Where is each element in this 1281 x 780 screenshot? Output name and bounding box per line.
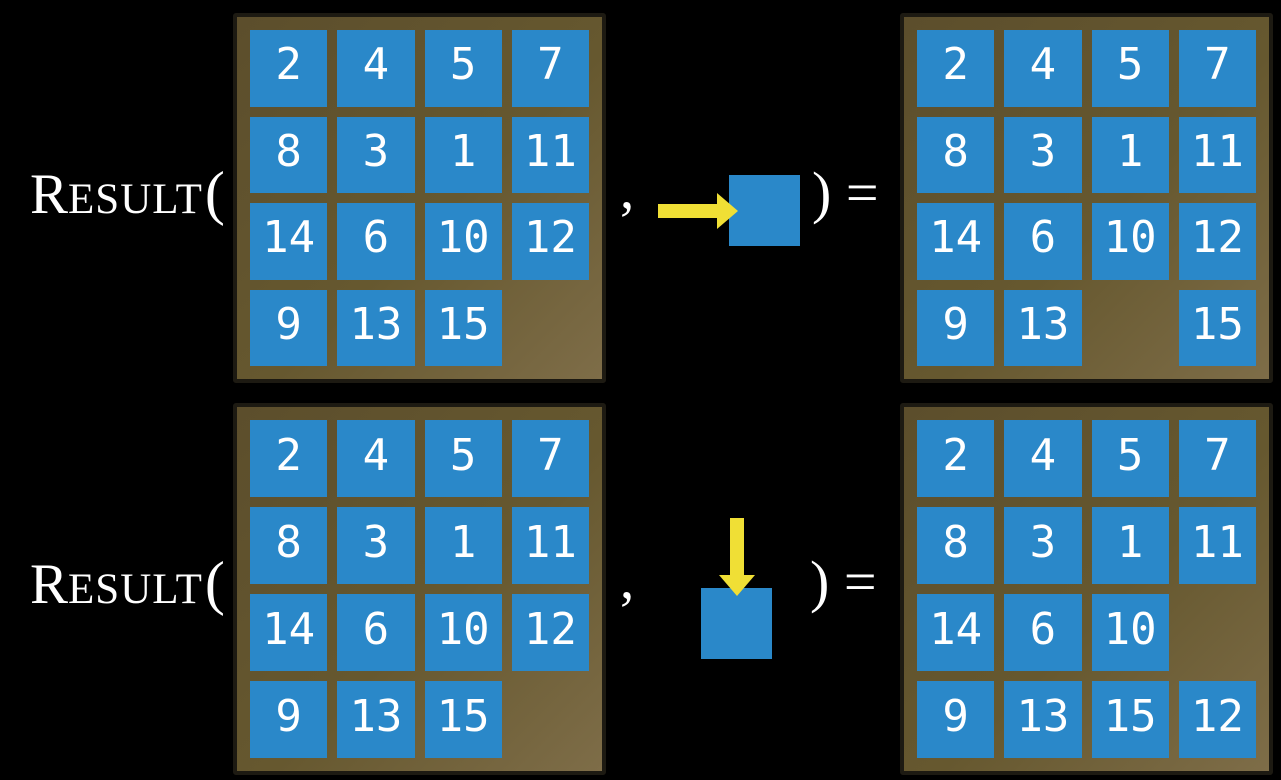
right-arrow-head <box>717 193 738 229</box>
puzzle-tile: 13 <box>337 681 415 758</box>
puzzle-tile: 15 <box>424 681 502 758</box>
puzzle-tile: 3 <box>1004 116 1082 193</box>
function-name-initial: R <box>30 163 69 226</box>
puzzle-tile: 1 <box>424 507 502 584</box>
puzzle-tile: 9 <box>917 289 995 366</box>
puzzle-tile: 7 <box>511 30 589 107</box>
puzzle-tile: 3 <box>337 116 415 193</box>
puzzle-tile: 5 <box>1091 30 1169 107</box>
down-arrow-head <box>719 575 755 596</box>
puzzle-tile: 2 <box>250 420 328 497</box>
puzzle-tile: 7 <box>1178 420 1256 497</box>
puzzle-tile: 9 <box>250 681 328 758</box>
puzzle-tile: 4 <box>337 30 415 107</box>
puzzle-tile: 11 <box>1178 116 1256 193</box>
right-arrow-icon <box>658 193 738 229</box>
puzzle-tile: 12 <box>1178 681 1256 758</box>
puzzle-tile: 14 <box>917 203 995 280</box>
puzzle-tile: 6 <box>1004 594 1082 671</box>
puzzle-tile: 4 <box>337 420 415 497</box>
open-paren: ( <box>204 550 225 616</box>
puzzle-tile: 5 <box>424 420 502 497</box>
puzzle-tile: 9 <box>917 681 995 758</box>
puzzle-tile: 6 <box>337 594 415 671</box>
puzzle-tile: 8 <box>917 116 995 193</box>
down-arrow-shaft <box>730 518 744 575</box>
empty-cell <box>512 290 589 367</box>
puzzle-tile: 11 <box>511 507 589 584</box>
puzzle-tile: 8 <box>250 116 328 193</box>
puzzle-tile: 2 <box>250 30 328 107</box>
puzzle-tile: 4 <box>1004 420 1082 497</box>
puzzle-tile: 14 <box>250 203 328 280</box>
open-paren: ( <box>204 160 225 226</box>
puzzle-tile: 10 <box>424 203 502 280</box>
puzzle-tile: 6 <box>337 203 415 280</box>
down-arrow-icon <box>719 518 755 596</box>
function-name-rest: ESULT <box>68 566 203 613</box>
puzzle-tile: 15 <box>1178 289 1256 366</box>
puzzle-tile: 12 <box>511 203 589 280</box>
puzzle-tile: 7 <box>1178 30 1256 107</box>
puzzle-tile: 1 <box>1091 116 1169 193</box>
empty-cell <box>512 681 589 758</box>
puzzle-tile: 11 <box>511 116 589 193</box>
puzzle-tile: 5 <box>1091 420 1169 497</box>
right-arrow-shaft <box>658 204 718 218</box>
puzzle-tile: 13 <box>1004 681 1082 758</box>
puzzle-tile: 13 <box>337 289 415 366</box>
puzzle-tile: 12 <box>1178 203 1256 280</box>
puzzle-tile: 9 <box>250 289 328 366</box>
puzzle-tile: 6 <box>1004 203 1082 280</box>
puzzle-tile: 14 <box>917 594 995 671</box>
function-name-initial: R <box>30 553 69 616</box>
action-tile <box>701 588 772 659</box>
puzzle-tile: 2 <box>917 420 995 497</box>
empty-cell <box>1092 290 1169 367</box>
puzzle-tile: 1 <box>424 116 502 193</box>
puzzle-tile: 2 <box>917 30 995 107</box>
comma-separator: , <box>620 548 635 611</box>
comma-separator: , <box>620 158 635 221</box>
puzzle-tile: 13 <box>1004 289 1082 366</box>
puzzle-tile: 8 <box>250 507 328 584</box>
action-tile <box>729 175 800 246</box>
close-paren-equals: ) = <box>810 549 877 614</box>
empty-cell <box>1179 594 1256 671</box>
puzzle-tile: 15 <box>424 289 502 366</box>
puzzle-tile: 8 <box>917 507 995 584</box>
puzzle-tile: 1 <box>1091 507 1169 584</box>
puzzle-tile: 5 <box>424 30 502 107</box>
function-name-rest: ESULT <box>68 176 203 223</box>
puzzle-tile: 10 <box>1091 203 1169 280</box>
puzzle-tile: 15 <box>1091 681 1169 758</box>
puzzle-tile: 4 <box>1004 30 1082 107</box>
close-paren-equals: ) = <box>812 160 879 225</box>
puzzle-tile: 10 <box>1091 594 1169 671</box>
puzzle-tile: 10 <box>424 594 502 671</box>
puzzle-tile: 3 <box>337 507 415 584</box>
puzzle-tile: 7 <box>511 420 589 497</box>
puzzle-tile: 11 <box>1178 507 1256 584</box>
puzzle-tile: 14 <box>250 594 328 671</box>
puzzle-tile: 12 <box>511 594 589 671</box>
puzzle-tile: 3 <box>1004 507 1082 584</box>
